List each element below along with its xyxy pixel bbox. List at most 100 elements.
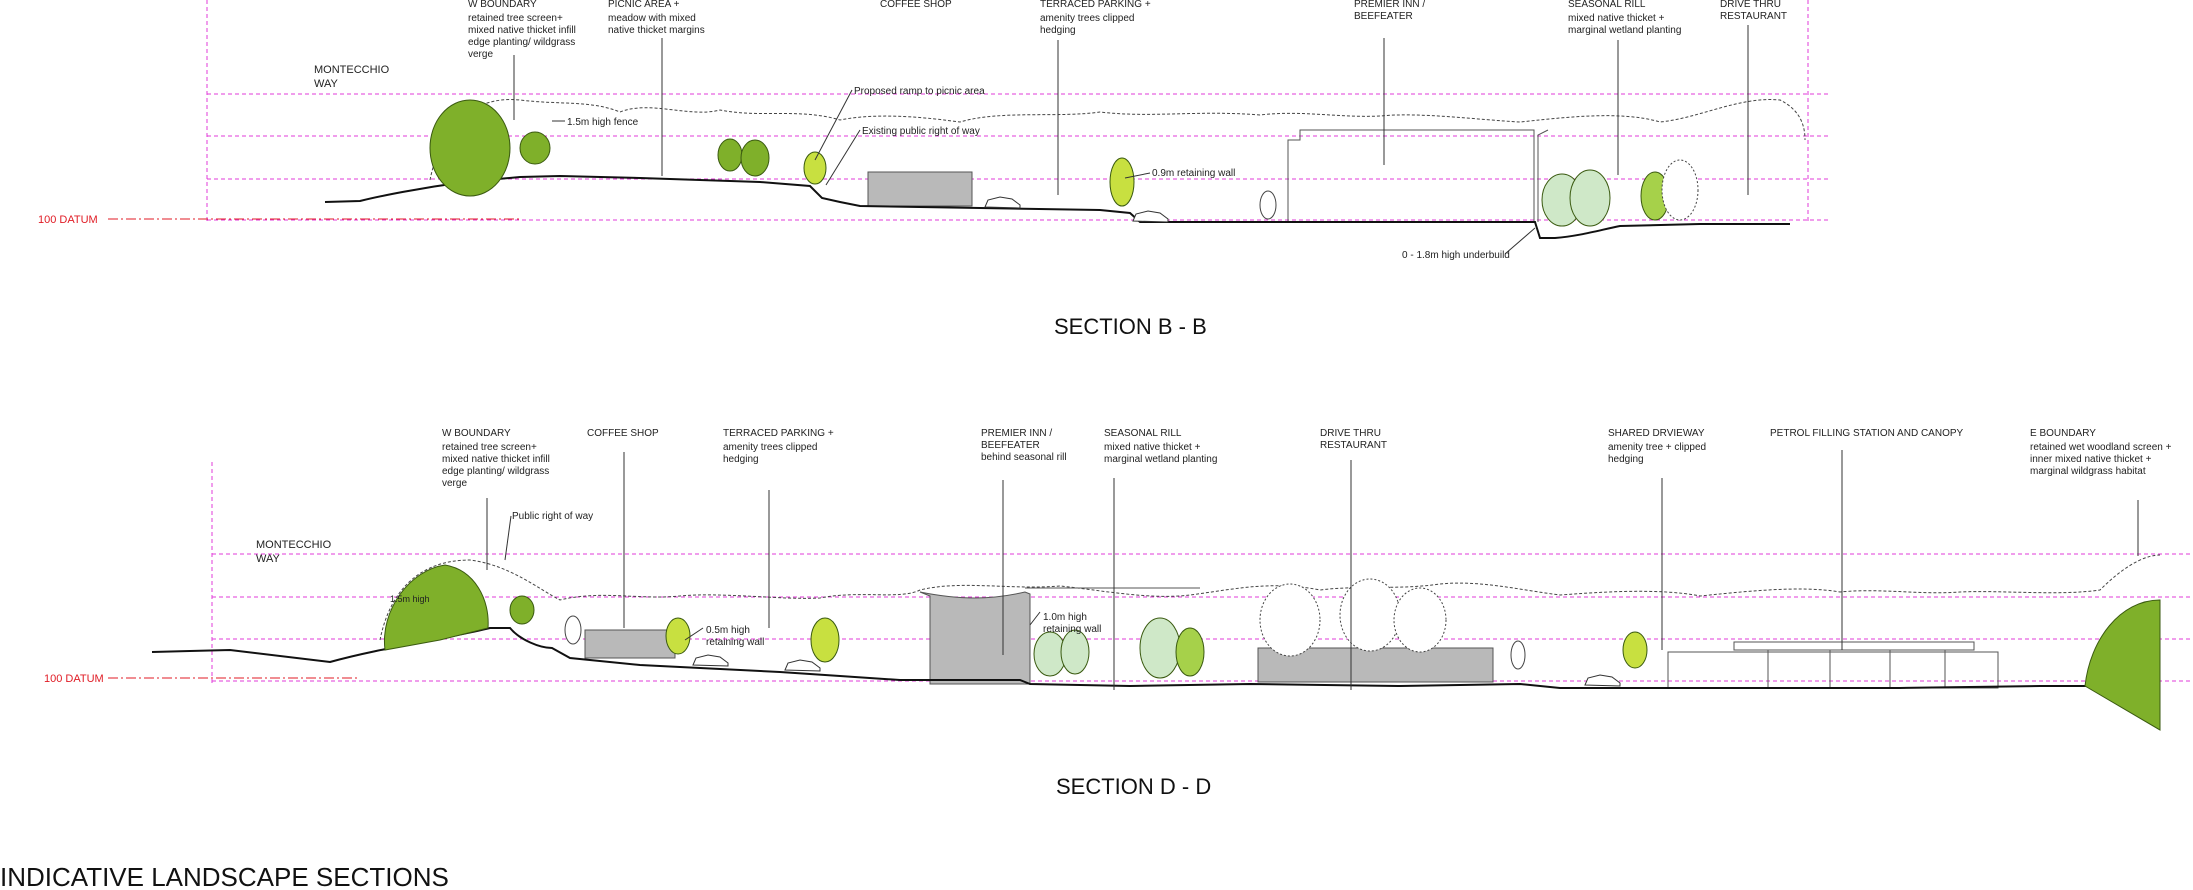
section-b-tree <box>740 139 770 177</box>
section-b-note-ramp: Proposed ramp to picnic area <box>854 86 985 97</box>
section-b-callout-line: mixed native thicket infill <box>468 25 576 36</box>
section-d-callout-petrol-title: PETROL FILLING STATION AND CANOPY <box>1770 428 1964 439</box>
section-d-datum-label: 100 DATUM <box>44 673 104 685</box>
section-d-guides <box>211 462 2190 684</box>
section-b-callout-line: hedging <box>1040 25 1076 36</box>
section-d-callout-parking-title: TERRACED PARKING + <box>723 428 834 439</box>
section-b-callout-line: native thicket margins <box>608 25 705 36</box>
section-b-trees <box>429 99 1699 227</box>
section-b-callout-picnic-title: PICNIC AREA + <box>608 0 680 10</box>
section-b-callout-coffee-title: COFFEE SHOP <box>880 0 952 10</box>
section-d-note-retaining-a: 0.5m high <box>706 625 750 636</box>
section-d-premier-inn <box>919 591 1031 685</box>
section-b-callout-line: verge <box>468 49 493 60</box>
section-b-callout-rill-title: SEASONAL RILL <box>1568 0 1646 10</box>
section-d-callout-w-boundary-title: W BOUNDARY <box>442 428 511 439</box>
section-d-tree <box>509 595 535 625</box>
section-d-callout-line: mixed native thicket + <box>1104 442 1201 453</box>
section-d-callout-coffee-title: COFFEE SHOP <box>587 428 659 439</box>
section-d-car <box>1584 674 1621 687</box>
section-b-premier-inn <box>1287 129 1535 222</box>
section-b-callout-line: marginal wetland planting <box>1568 25 1681 36</box>
section-d-road-label: MONTECCHIO <box>256 539 332 551</box>
section-b-tree-large <box>429 99 511 197</box>
section-d-tree <box>810 617 840 663</box>
section-d-trees <box>383 564 1648 679</box>
section-d-callout-line: marginal wetland planting <box>1104 454 1217 465</box>
section-b-road-label: WAY <box>314 78 338 90</box>
section-d-car <box>692 654 729 667</box>
section-b-callout-line: mixed native thicket + <box>1568 13 1665 24</box>
section-b-callout-w-boundary-title: W BOUNDARY <box>468 0 537 10</box>
section-d-note-retaining-a: retaining wall <box>706 637 764 648</box>
section-b-callout-line: RESTAURANT <box>1720 11 1787 22</box>
section-b-callout-drive-thru-title: DRIVE THRU <box>1720 0 1781 10</box>
section-b-coffee-shop <box>867 171 973 207</box>
section-d-tree-outline <box>1510 640 1526 670</box>
section-d-callout-line: BEEFEATER <box>981 440 1040 451</box>
section-d-callout-line: amenity tree + clipped <box>1608 442 1706 453</box>
section-b-note-fence: 1.5m high fence <box>567 117 639 128</box>
section-b-tree-pale <box>1569 169 1611 227</box>
section-d-callout-e-boundary-title: E BOUNDARY <box>2030 428 2096 439</box>
section-d-callout-rill-title: SEASONAL RILL <box>1104 428 1182 439</box>
section-d-callout-line: retained wet woodland screen + <box>2030 442 2172 453</box>
section-d-callout-line: edge planting/ wildgrass <box>442 466 549 477</box>
section-d-note-retaining-b: 1.0m high <box>1043 612 1087 623</box>
section-b-note-prow: Existing public right of way <box>862 126 980 137</box>
section-d-note-prow: Public right of way <box>512 511 593 522</box>
section-d-callout-line: RESTAURANT <box>1320 440 1387 451</box>
section-d-note-retaining-b: retaining wall <box>1043 624 1101 635</box>
section-d-callout-driveway-title: SHARED DRVIEWAY <box>1608 428 1705 439</box>
section-b-callout-line: meadow with mixed <box>608 13 696 24</box>
section-d-tree-outline <box>1339 578 1401 652</box>
section-d-callout-line: marginal wildgrass habitat <box>2030 466 2146 477</box>
section-b-tree <box>1109 157 1135 207</box>
section-b-road-label: MONTECCHIO <box>314 64 390 76</box>
section-d-coffee-shop <box>584 629 676 659</box>
section-d-callout-premier-title: PREMIER INN / <box>981 428 1052 439</box>
section-d-title: SECTION D - D <box>1056 774 1211 799</box>
section-b-callout-line: edge planting/ wildgrass <box>468 37 575 48</box>
section-b-callout-line: BEEFEATER <box>1354 11 1413 22</box>
section-b-drawing: 100 DATUM <box>38 0 1830 339</box>
section-d-tree <box>665 617 691 655</box>
section-b-canopy-outline <box>429 99 1806 181</box>
section-b-tree <box>717 138 743 172</box>
section-d-tree-outline <box>1259 583 1321 657</box>
section-b-note-underbuild: 0 - 1.8m high underbuild <box>1402 250 1510 261</box>
section-b-car <box>1132 210 1169 223</box>
section-b-tree-outline <box>1259 190 1277 220</box>
section-b-datum-label: 100 DATUM <box>38 214 98 226</box>
section-b-callout-line: retained tree screen+ <box>468 13 563 24</box>
section-d-callout-line: verge <box>442 478 467 489</box>
section-d-callout-line: amenity trees clipped <box>723 442 818 453</box>
section-d-canopy-outline <box>379 554 2161 641</box>
section-b-tree <box>803 151 827 185</box>
section-d-note-fence: 1.5m high <box>390 594 430 604</box>
section-d-cars <box>692 654 1621 687</box>
section-b-ground-line <box>324 174 1790 239</box>
section-d-ground-line <box>151 627 2110 689</box>
section-d-callout-line: behind seasonal rill <box>981 452 1067 463</box>
section-d-callout-line: hedging <box>1608 454 1644 465</box>
section-d-east-tree-mass <box>2084 599 2161 731</box>
section-b-callout-parking-title: TERRACED PARKING + <box>1040 0 1151 10</box>
section-d-tree-outline <box>564 615 582 645</box>
section-d-road-label: WAY <box>256 553 280 565</box>
section-b-note-retaining: 0.9m retaining wall <box>1152 168 1235 179</box>
section-d-tree <box>1622 631 1648 669</box>
section-d-leaders <box>486 450 2139 690</box>
section-d-callout-line: mixed native thicket infill <box>442 454 550 465</box>
section-b-car <box>984 196 1021 209</box>
section-d-tree-outline <box>1393 587 1447 653</box>
section-d-tree <box>1175 627 1205 677</box>
section-b-drive-thru <box>1537 129 1549 222</box>
section-b-tree-outline <box>1661 159 1699 221</box>
section-d-car <box>784 659 821 672</box>
section-d-tree-pale <box>1060 629 1090 675</box>
section-b-tree <box>519 131 551 165</box>
sheet-title: INDICATIVE LANDSCAPE SECTIONS <box>0 862 449 890</box>
section-b-title: SECTION B - B <box>1054 314 1207 339</box>
